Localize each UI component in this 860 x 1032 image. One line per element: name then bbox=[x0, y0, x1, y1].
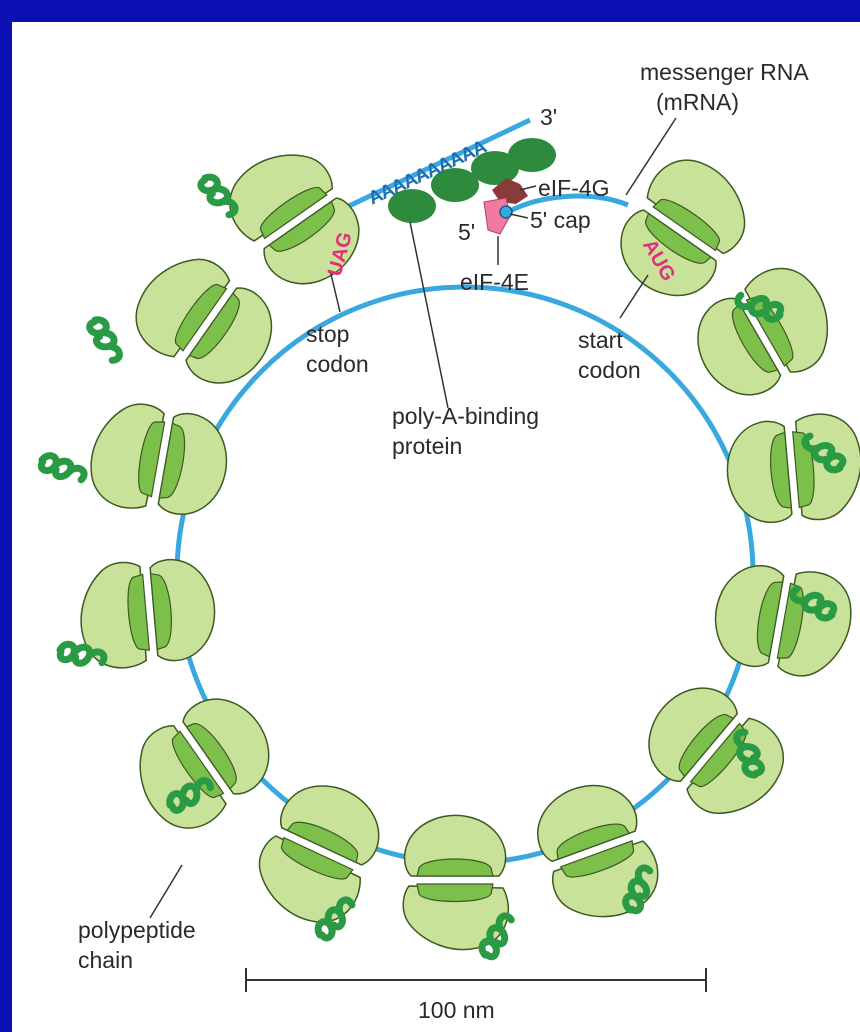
start-codon-leader-line bbox=[620, 275, 648, 318]
pabp-leader-line bbox=[410, 222, 448, 408]
ribosome bbox=[118, 681, 288, 844]
ribosome bbox=[244, 770, 396, 936]
polypeptide-chain bbox=[39, 446, 86, 491]
ribosome bbox=[629, 668, 799, 835]
scale-bar bbox=[246, 968, 706, 992]
three-prime-label: 3' bbox=[540, 104, 557, 130]
start-codon-label-line2: codon bbox=[578, 357, 641, 383]
eif4g-label: eIF-4G bbox=[538, 175, 610, 201]
start-codon-label-line1: start bbox=[578, 327, 623, 353]
pabp-label-line1: poly-A-binding bbox=[392, 403, 539, 429]
five-prime-label: 5' bbox=[458, 219, 475, 245]
mrna-label-line1: messenger RNA bbox=[640, 59, 809, 85]
pabp-label-line2: protein bbox=[392, 433, 462, 459]
stop-codon-label-line2: codon bbox=[306, 351, 369, 377]
eif4e-label: eIF-4E bbox=[460, 269, 529, 295]
mrna-label-line2: (mRNA) bbox=[656, 89, 739, 115]
peptide-leader-line bbox=[150, 865, 182, 918]
ribosome bbox=[84, 397, 234, 524]
ribosome bbox=[214, 133, 377, 303]
polypeptide-label-line1: polypeptide bbox=[78, 917, 196, 943]
ribosome bbox=[601, 144, 764, 314]
polypeptide-label-line2: chain bbox=[78, 947, 133, 973]
five-prime-cap-icon bbox=[500, 206, 512, 218]
ribosome bbox=[120, 240, 290, 403]
ribosome bbox=[707, 556, 857, 683]
polypeptide-chain bbox=[81, 317, 128, 362]
five-cap-leader-line bbox=[510, 214, 528, 218]
five-cap-label: 5' cap bbox=[530, 207, 591, 233]
scale-bar-label: 100 nm bbox=[418, 997, 495, 1023]
stop-codon-label-line1: stop bbox=[306, 321, 349, 347]
